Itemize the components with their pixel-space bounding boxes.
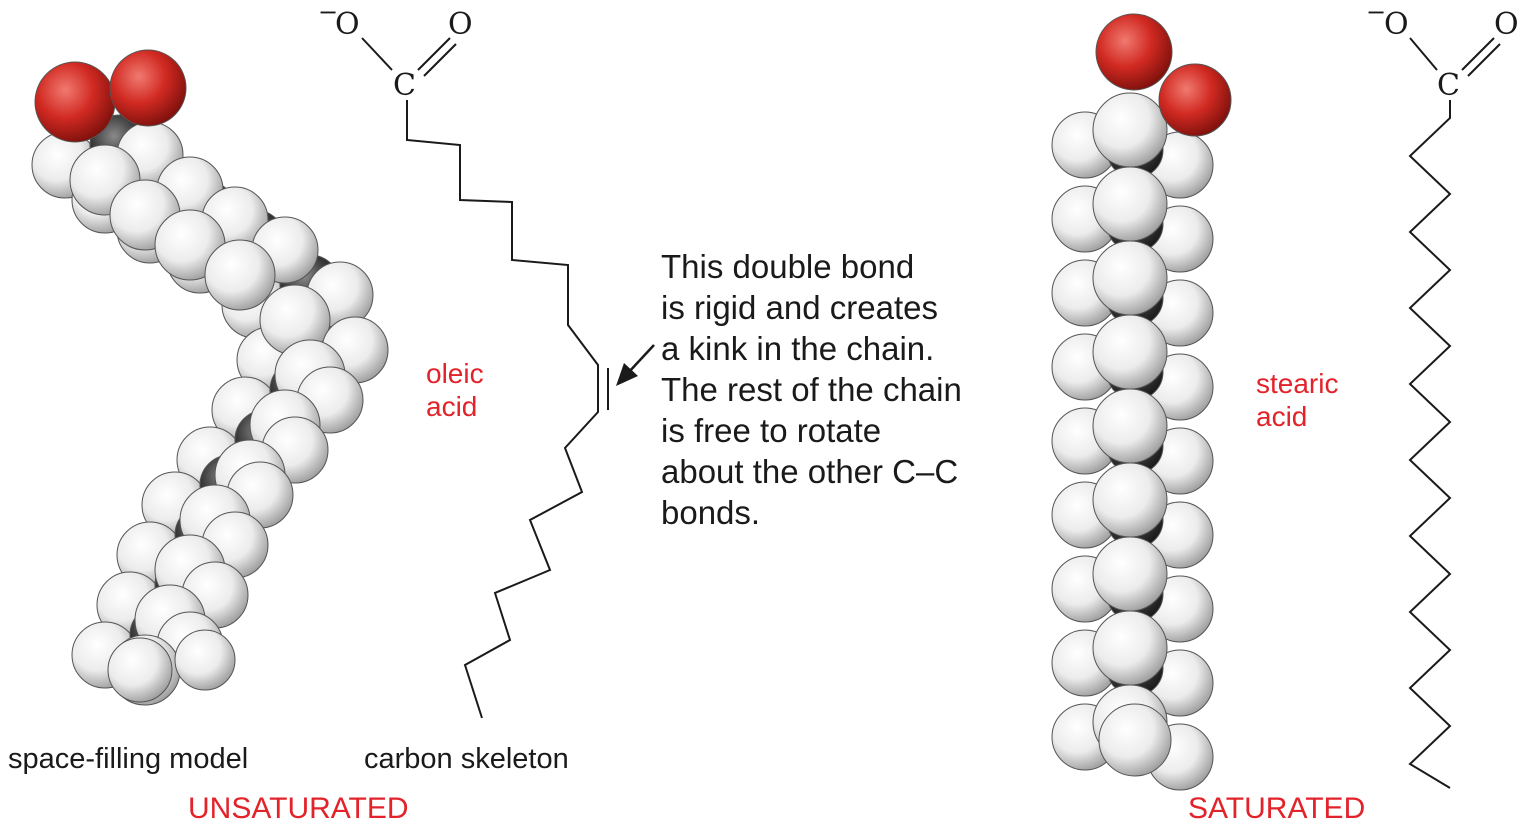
stearic-carboxylate-charge: −: [1366, 0, 1386, 26]
annotation-line-4: The rest of the chain: [661, 371, 962, 408]
unsaturated-label: UNSATURATED: [188, 792, 409, 825]
oleic-oxygen-atom: [34, 61, 116, 143]
stearic-oxygen-atom: [1095, 13, 1173, 91]
annotation-line-1: This double bond: [661, 248, 914, 285]
oleic-acid-carbon-skeleton: − O O C: [318, 0, 609, 719]
oleic-oxygen-atom: [109, 49, 187, 127]
stearic-hydrogen-atom: [1092, 536, 1168, 612]
annotation-line-3: a kink in the chain.: [661, 330, 934, 367]
stearic-carboxyl-oxygen-right: O: [1494, 7, 1519, 42]
carboxyl-oxygen-right: O: [448, 7, 473, 42]
oleic-hydrogen-atom: [174, 629, 236, 691]
stearic-hydrogen-atom: [1098, 703, 1172, 777]
carboxyl-oxygen-left: O: [335, 7, 360, 42]
stearic-hydrogen-atom: [1092, 610, 1168, 686]
stearic-carboxyl-oxygen-left: O: [1384, 7, 1409, 42]
oleic-hydrogen-atom: [107, 637, 173, 703]
stearic-oxygen-atom: [1158, 63, 1232, 137]
oleic-acid-space-filling-model: [31, 49, 389, 706]
annotation-line-7: bonds.: [661, 494, 760, 531]
space-filling-model-caption: space-filling model: [8, 743, 248, 775]
c-o-single-bond: [361, 37, 393, 71]
c-o-double-bond-b: [423, 43, 457, 77]
stearic-hydrogen-atom: [1092, 166, 1168, 242]
carboxylate-charge: −: [318, 0, 338, 26]
oleic-name-line-1: oleic: [426, 358, 484, 389]
annotation-line-2: is rigid and creates: [661, 289, 938, 326]
stearic-name-line-1: stearic: [1256, 368, 1338, 399]
stearic-carboxyl-carbon: C: [1437, 68, 1460, 103]
c-o-double-bond-a: [417, 37, 451, 71]
stearic-hydrogen-atom: [1092, 240, 1168, 316]
stearic-chain: [1408, 100, 1452, 789]
double-bond-annotation: This double bond is rigid and creates a …: [661, 248, 962, 531]
carboxyl-carbon: C: [393, 68, 416, 103]
oleic-chain: [406, 100, 599, 719]
stearic-c-o-double-bond-b: [1467, 43, 1501, 77]
saturated-label: SATURATED: [1188, 792, 1365, 825]
oleic-name-line-2: acid: [426, 391, 477, 422]
stearic-name-line-2: acid: [1256, 401, 1307, 432]
carbon-skeleton-caption: carbon skeleton: [364, 743, 569, 775]
stearic-hydrogen-atom: [1092, 92, 1168, 168]
annotation-line-6: about the other C–C: [661, 453, 958, 490]
oleic-hydrogen-atom: [204, 239, 276, 311]
stearic-c-o-single-bond: [1409, 37, 1438, 71]
stearic-hydrogen-atom: [1092, 462, 1168, 538]
annotation-line-5: is free to rotate: [661, 412, 881, 449]
stearic-c-o-double-bond-a: [1461, 37, 1495, 71]
annotation-arrow: [616, 344, 655, 386]
stearic-hydrogen-atom: [1092, 314, 1168, 390]
stearic-hydrogen-atom: [1092, 388, 1168, 464]
stearic-acid-carbon-skeleton: − O O C: [1366, 0, 1519, 789]
stearic-acid-space-filling-model: [1051, 13, 1232, 791]
